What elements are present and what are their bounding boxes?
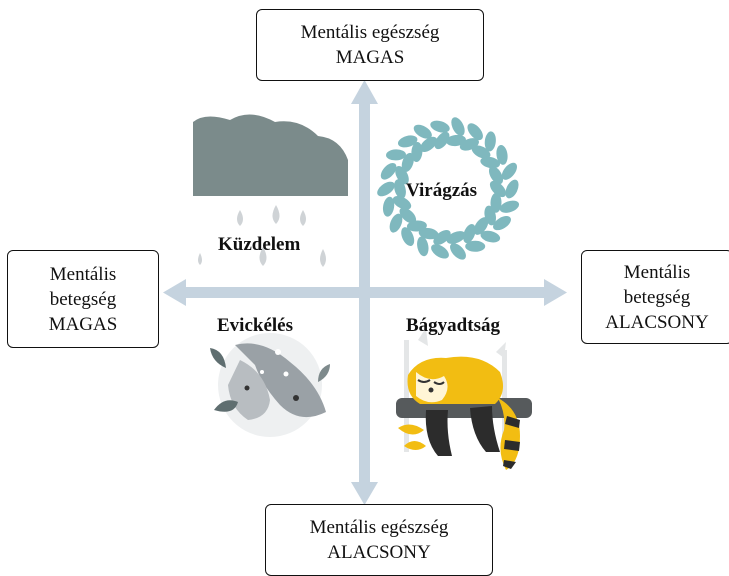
wreath-leaf — [411, 142, 423, 162]
wreath-leaf — [430, 120, 450, 133]
quadrant-label-struggling: Küzdelem — [218, 234, 301, 255]
wreath-leaf — [490, 192, 502, 213]
axis-label-mental-illness-low: Mentális betegség ALACSONY — [581, 250, 729, 344]
swimming-fish-icon — [210, 333, 330, 437]
wreath-leaf — [493, 216, 511, 231]
arrow-right-head — [544, 279, 567, 306]
wreath-leaf — [377, 181, 395, 197]
axis-label-line: MAGAS — [48, 313, 118, 335]
axis-label-line: ALACSONY — [327, 542, 431, 563]
wreath-leaf — [450, 243, 466, 260]
quadrant-label-floundering: Evickélés — [217, 315, 293, 336]
axis-label-line: betegség — [49, 288, 117, 310]
wreath-leaf — [417, 236, 429, 257]
wreath-leaf — [418, 227, 439, 240]
horizontal-axis — [180, 287, 553, 298]
wreath-leaf — [401, 227, 415, 247]
wreath-leaf — [420, 136, 438, 153]
wreath-leaf — [471, 145, 491, 159]
wreath-leaf — [433, 230, 451, 245]
wreath-leaf — [505, 179, 519, 199]
axis-label-mental-health-low: Mentális egészség ALACSONY — [265, 504, 493, 576]
axis-label-line: Mentális egészség — [309, 517, 449, 538]
axis-label-line: betegség — [623, 286, 691, 308]
axis-label-line: MAGAS — [335, 47, 405, 68]
quadrant-label-flourishing: Virágzás — [406, 180, 478, 201]
wreath-leaf — [501, 162, 517, 180]
wreath-leaf — [473, 217, 489, 235]
wreath-leaf — [489, 180, 507, 198]
wreath-leaf — [496, 144, 508, 165]
wreath-leaf — [463, 224, 476, 244]
axis-label-line: Mentális — [49, 263, 117, 285]
axis-arrows — [163, 80, 567, 505]
wreath-leaf — [394, 179, 406, 199]
wreath-leaf — [392, 196, 412, 210]
wreath-leaf — [446, 134, 466, 147]
rain-cloud-icon — [193, 114, 348, 267]
wreath-leaf — [446, 231, 466, 244]
wreath-leaf — [467, 123, 483, 141]
sleeping-red-panda-icon — [396, 328, 532, 470]
wreath-leaf — [431, 244, 449, 259]
wreath-leaf — [401, 152, 414, 173]
wreath-leaf — [399, 207, 417, 224]
arrow-left-head — [163, 279, 186, 306]
axis-label-line: Mentális egészség — [300, 22, 440, 43]
wreath-leaf — [413, 124, 432, 139]
leaf-wreath-icon — [377, 117, 520, 260]
quadrant-label-languishing: Bágyadtság — [406, 315, 500, 336]
wreath-leaf — [397, 135, 418, 148]
wreath-leaf — [380, 162, 397, 180]
axis-label-line: ALACSONY — [605, 311, 709, 333]
wreath-leaf — [434, 131, 450, 150]
wreath-leaf — [484, 131, 496, 152]
wreath-leaf — [480, 156, 501, 169]
wreath-leaf — [499, 200, 520, 213]
arrow-down-head — [351, 482, 378, 505]
wreath-leaf — [386, 149, 406, 161]
wreath-leaf — [382, 196, 395, 217]
wreath-leaf — [465, 240, 486, 252]
axis-label-mental-illness-high: Mentális betegség MAGAS — [7, 250, 159, 348]
wreath-leaf — [480, 230, 501, 243]
axis-label-mental-health-high: Mentális egészség MAGAS — [256, 9, 484, 81]
wreath-leaf — [451, 117, 465, 136]
wreath-leaf — [488, 166, 504, 185]
arrow-up-head — [351, 80, 378, 104]
axis-label-line: Mentális — [623, 261, 691, 283]
wreath-leaf — [389, 213, 403, 233]
